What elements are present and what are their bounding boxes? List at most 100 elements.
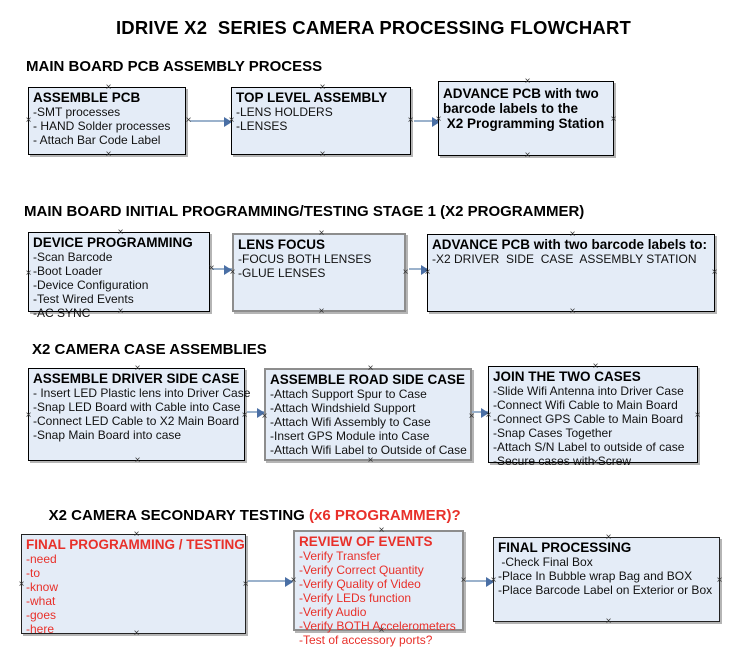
handle-top-icon[interactable] [104, 83, 113, 92]
box-device-programming[interactable]: DEVICE PROGRAMMING -Scan Barcode -Boot L… [28, 232, 210, 320]
handle-bottom-icon[interactable] [318, 150, 327, 159]
handle-top-icon[interactable] [132, 530, 141, 539]
handle-left-icon[interactable] [484, 411, 493, 420]
handle-bottom-icon[interactable] [132, 629, 141, 638]
handle-left-icon[interactable] [289, 576, 298, 585]
box-line: -Insert GPS Module into Case [270, 429, 430, 444]
handle-right-icon[interactable] [693, 411, 702, 420]
handle-top-icon[interactable] [366, 364, 375, 373]
box-line: - Insert LED Plastic lens into Driver Ca… [33, 386, 251, 401]
box-join-the-two-cases[interactable]: JOIN THE TWO CASES -Slide Wifi Antenna i… [488, 366, 698, 468]
box-line: -need [26, 552, 57, 567]
box-line: -goes [26, 608, 57, 623]
handle-bottom-icon[interactable] [133, 456, 142, 465]
handle-top-icon[interactable] [116, 228, 125, 237]
box-title: LENS FOCUS [238, 237, 326, 252]
handle-top-icon[interactable] [318, 83, 327, 92]
box-overflow-line: -Test of accessory ports? [299, 633, 433, 648]
handle-right-icon[interactable] [609, 115, 618, 124]
box-line: -Attach Wifi Assembly to Case [270, 415, 431, 430]
box-line: -Attach S/N Label to outside of case [493, 440, 685, 455]
box-top-level-assembly[interactable]: TOP LEVEL ASSEMBLY -LENS HOLDERS -LENSES [231, 87, 411, 155]
page-title: IDRIVE X2 SERIES CAMERA PROCESSING FLOWC… [115, 17, 632, 38]
handle-right-icon[interactable] [710, 268, 719, 277]
box-line: -Device Configuration [33, 278, 149, 293]
handle-left-icon[interactable] [489, 576, 498, 585]
handle-bottom-icon[interactable] [377, 626, 386, 635]
handle-right-icon[interactable] [715, 576, 724, 585]
box-line: -GLUE LENSES [238, 266, 326, 281]
box-title: REVIEW OF EVENTS [299, 534, 433, 549]
box-line: -Verify BOTH Accelerometers [299, 619, 456, 634]
box-line: -to [26, 566, 41, 581]
box-line: -Snap Cases Together [493, 426, 613, 441]
box-line: -know [26, 580, 59, 595]
handle-right-icon[interactable] [467, 412, 476, 421]
handle-bottom-icon[interactable] [568, 307, 577, 316]
box-title: JOIN THE TWO CASES [493, 369, 641, 384]
box-final-processing[interactable]: FINAL PROCESSING -Check Final Box -Place… [493, 537, 720, 622]
box-line: - HAND Solder processes [33, 119, 171, 134]
handle-left-icon[interactable] [24, 269, 33, 278]
box-line: -here [26, 622, 55, 637]
connector-line [248, 580, 294, 582]
box-line: -Test Wired Events [33, 292, 134, 307]
section-heading-4-red: (x6 PROGRAMMER)? [308, 507, 461, 524]
handle-bottom-icon[interactable] [523, 151, 532, 160]
handle-top-icon[interactable] [523, 77, 532, 86]
handle-top-icon[interactable] [377, 526, 386, 535]
box-line: -Connect Wifi Cable to Main Board [493, 398, 678, 413]
handle-bottom-icon[interactable] [591, 458, 600, 467]
handle-top-icon[interactable] [604, 533, 613, 542]
section-heading-3: X2 CAMERA CASE ASSEMBLIES [32, 341, 267, 358]
box-line: -Scan Barcode [33, 250, 113, 265]
box-line: -X2 DRIVER SIDE CASE ASSEMBLY STATION [432, 252, 697, 267]
connector-line [466, 580, 494, 582]
box-line: -Verify Quality of Video [299, 577, 421, 592]
connector-line [247, 411, 265, 413]
box-line: -Check Final Box [498, 555, 593, 570]
handle-left-icon[interactable] [423, 268, 432, 277]
section-heading-4: X2 CAMERA SECONDARY TESTING (x6 PROGRAMM… [32, 490, 461, 541]
box-line: -Verify Audio [299, 605, 367, 620]
connector-line [409, 268, 427, 270]
box-advance-pcb-driver-side[interactable]: ADVANCE PCB with two barcode labels to: … [427, 234, 715, 312]
box-line: barcode labels to the [443, 101, 579, 117]
box-assemble-pcb[interactable]: ASSEMBLE PCB -SMT processes - HAND Solde… [28, 87, 186, 155]
box-line: -FOCUS BOTH LENSES [238, 252, 372, 267]
box-final-programming-testing[interactable]: FINAL PROGRAMMING / TESTING -need -to -k… [21, 534, 246, 637]
box-line: -Secure cases with Screw [493, 454, 632, 469]
box-advance-pcb-programming-station[interactable]: ADVANCE PCB with two barcode labels to t… [438, 81, 614, 156]
handle-left-icon[interactable] [227, 116, 236, 125]
handle-left-icon[interactable] [434, 115, 443, 124]
box-line: X2 Programming Station [443, 116, 605, 132]
handle-bottom-icon[interactable] [317, 307, 326, 316]
handle-bottom-icon[interactable] [116, 307, 125, 316]
box-line: -Connect LED Cable to X2 Main Board [33, 414, 240, 429]
handle-bottom-icon[interactable] [604, 617, 613, 626]
handle-left-icon[interactable] [17, 580, 26, 589]
box-review-of-events[interactable]: REVIEW OF EVENTS -Verify Transfer -Verif… [293, 530, 464, 647]
handle-top-icon[interactable] [317, 229, 326, 238]
handle-bottom-icon[interactable] [104, 150, 113, 159]
box-line: -Slide Wifi Antenna into Driver Case [493, 384, 684, 399]
handle-top-icon[interactable] [133, 364, 142, 373]
box-lens-focus[interactable]: LENS FOCUS -FOCUS BOTH LENSES -GLUE LENS… [232, 233, 406, 312]
box-title: ASSEMBLE PCB [33, 90, 141, 105]
handle-left-icon[interactable] [24, 411, 33, 420]
handle-connector-icon[interactable] [207, 264, 216, 273]
handle-top-icon[interactable] [568, 230, 577, 239]
handle-left-icon[interactable] [260, 412, 269, 421]
box-assemble-road-side-case[interactable]: ASSEMBLE ROAD SIDE CASE -Attach Support … [264, 368, 472, 461]
handle-top-icon[interactable] [591, 362, 600, 371]
handle-left-icon[interactable] [24, 116, 33, 125]
handle-left-icon[interactable] [228, 268, 237, 277]
box-line: -Place Barcode Label on Exterior or Box [498, 583, 713, 598]
box-assemble-driver-side-case[interactable]: ASSEMBLE DRIVER SIDE CASE - Insert LED P… [28, 368, 251, 461]
box-line: -what [26, 594, 56, 609]
box-line: -Boot Loader [33, 264, 103, 279]
box-line: - Attach Bar Code Label [33, 133, 161, 148]
handle-connector-icon[interactable] [184, 116, 193, 125]
handle-bottom-icon[interactable] [366, 456, 375, 465]
